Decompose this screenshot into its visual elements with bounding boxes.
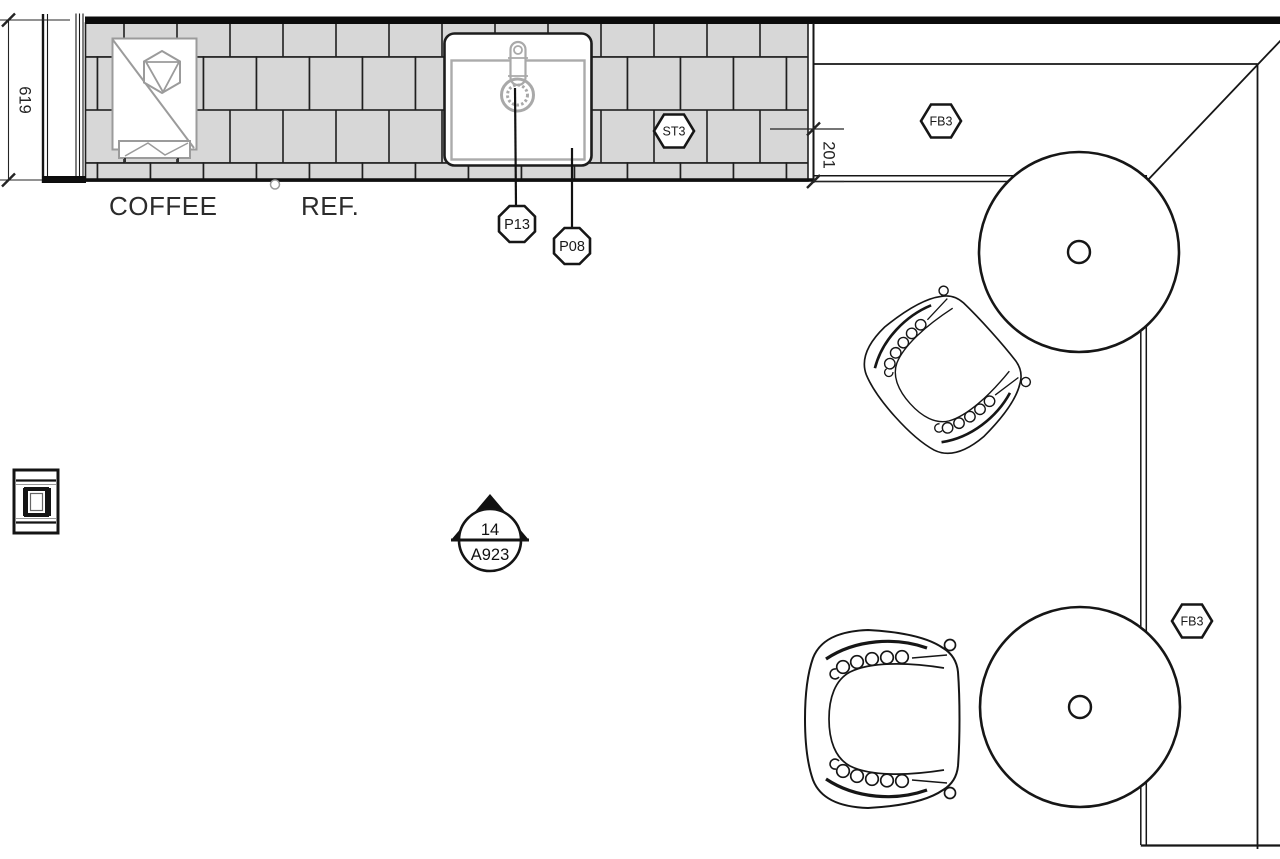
tag-p13-text: P13 xyxy=(504,217,530,233)
dimension-201: 201 xyxy=(770,121,844,189)
coffee-machine-icon xyxy=(111,37,198,162)
tag-st3: ST3 xyxy=(652,113,696,149)
sink xyxy=(443,32,593,167)
coffee-label: COFFEE xyxy=(109,191,217,221)
tag-p08: P08 xyxy=(552,148,592,266)
left-wall xyxy=(41,13,86,183)
tag-p08-text: P08 xyxy=(559,239,585,255)
round-table-bottom xyxy=(978,605,1182,809)
round-table-top xyxy=(977,150,1181,354)
tag-st3-text: ST3 xyxy=(663,125,686,139)
armchair-bottom xyxy=(803,628,962,810)
dimension-619-text: 619 xyxy=(16,86,34,114)
dimension-201-text: 201 xyxy=(820,141,838,169)
bench-miter-line xyxy=(1145,39,1280,183)
drain-icon xyxy=(500,77,535,113)
callout-number-text: 14 xyxy=(481,521,499,539)
tag-fb3-top-text: FB3 xyxy=(930,115,953,129)
floor-box xyxy=(12,468,60,535)
tag-fb3-top: FB3 xyxy=(919,103,963,139)
top-wall xyxy=(85,16,1280,24)
callout-sheet-text: A923 xyxy=(471,546,510,564)
counter-edge-dot xyxy=(269,179,281,190)
refrigerator-label: REF. xyxy=(301,191,359,221)
tag-p13: P13 xyxy=(497,87,537,244)
tag-fb3-bottom-text: FB3 xyxy=(1181,615,1204,629)
faucet-icon xyxy=(508,40,528,87)
tag-fb3-bottom: FB3 xyxy=(1170,603,1214,639)
dimension-619: 619 xyxy=(0,12,70,188)
section-callout: 14 A923 xyxy=(451,494,529,573)
